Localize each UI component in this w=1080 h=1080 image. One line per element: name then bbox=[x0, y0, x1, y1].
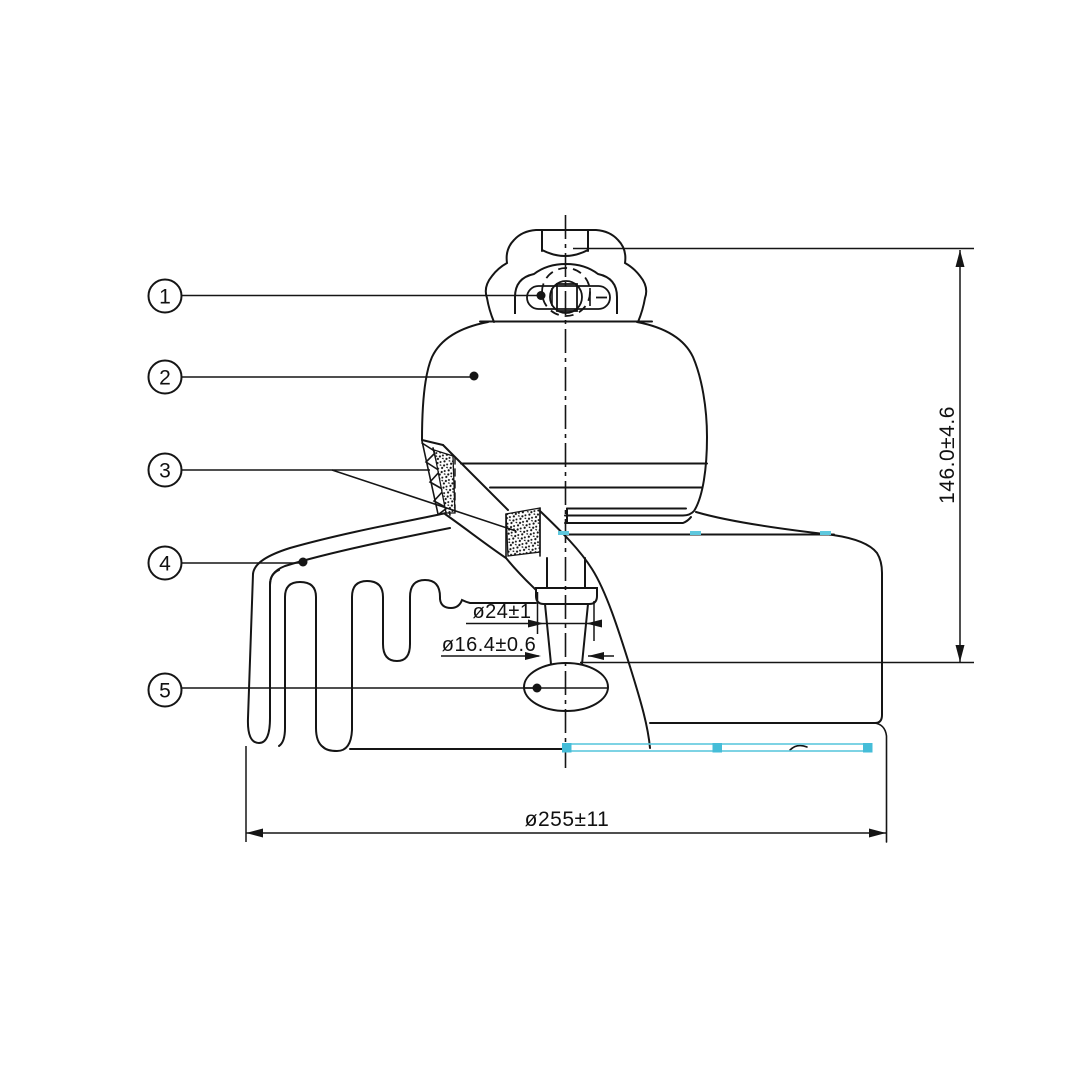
leader-dot-2 bbox=[469, 371, 479, 381]
callout-circle-5 bbox=[147, 672, 183, 708]
cap-bell-left bbox=[421, 321, 489, 441]
disc-right-edge bbox=[649, 534, 883, 724]
pin24-arrow-left bbox=[528, 619, 544, 628]
cap-bell-right bbox=[564, 321, 709, 517]
disc-top-slope bbox=[695, 511, 834, 536]
callouts-group: 1 2 3 4 5 bbox=[147, 278, 546, 708]
callout-circle-4 bbox=[147, 545, 183, 581]
callout-label-3: 3 bbox=[159, 460, 171, 483]
selection-group[interactable] bbox=[558, 531, 873, 753]
pin-shank-left bbox=[544, 603, 552, 665]
callout-bubbles: 1 2 3 4 5 bbox=[147, 278, 183, 708]
callout-label-4: 4 bbox=[159, 553, 171, 576]
section-boundary-curve bbox=[539, 510, 651, 749]
callout-label-2: 2 bbox=[159, 367, 171, 390]
socket-slot bbox=[526, 285, 611, 310]
callout-label-5: 5 bbox=[159, 680, 171, 703]
pin24-dim-text: ø24±1 bbox=[472, 601, 531, 623]
disc-bottom-tick bbox=[789, 744, 808, 751]
disc-right-corner bbox=[873, 722, 888, 843]
selection-grip-start[interactable] bbox=[562, 743, 572, 753]
pin164-arrow-right bbox=[588, 652, 604, 660]
cap-group bbox=[421, 229, 709, 517]
pin-collar bbox=[535, 587, 598, 605]
leader-dot-5 bbox=[532, 683, 542, 693]
selection-dash-1[interactable] bbox=[558, 531, 569, 535]
leader-dot-1 bbox=[536, 291, 546, 300]
disc255-arrow-right bbox=[869, 828, 886, 838]
leader-3b bbox=[331, 469, 517, 532]
disc-top-line2 bbox=[564, 516, 692, 524]
cap-inner-boundary bbox=[442, 444, 509, 511]
pin-shank-right bbox=[581, 603, 589, 665]
rib-finger-1 bbox=[278, 580, 324, 748]
hatch-zigzag bbox=[421, 442, 449, 515]
height-dim-text: 146.0±4.6 bbox=[936, 406, 959, 504]
selection-dash-3[interactable] bbox=[820, 531, 831, 535]
pin164-dim-text: ø16.4±0.6 bbox=[442, 634, 536, 656]
pin164-arrow-left bbox=[525, 652, 541, 660]
cut-top-edge bbox=[421, 439, 444, 446]
callout-circle-1 bbox=[147, 278, 183, 314]
socket-center-block bbox=[556, 283, 578, 312]
leader-dot-4 bbox=[298, 557, 308, 567]
section-left-group bbox=[246, 439, 568, 753]
pin24-arrow-right bbox=[586, 619, 602, 628]
disc255-dim-text: ø255±11 bbox=[525, 808, 610, 831]
selection-grip-mid[interactable] bbox=[712, 743, 723, 753]
shell-neck-edge bbox=[505, 557, 537, 591]
callout-circle-2 bbox=[147, 359, 183, 395]
dimensions-group bbox=[245, 247, 974, 842]
shell-inner-boundary bbox=[444, 513, 507, 559]
height-arrow-bottom bbox=[955, 645, 965, 662]
selection-dash-2[interactable] bbox=[690, 531, 701, 535]
shell-top-surface-inner bbox=[269, 527, 451, 586]
cement-section-2 bbox=[505, 507, 541, 557]
leader-dots bbox=[298, 291, 546, 693]
skirt-outer-wall bbox=[246, 569, 280, 745]
height-arrow-top bbox=[955, 250, 965, 267]
leader-lines bbox=[181, 294, 538, 689]
selection-grip-end[interactable] bbox=[863, 743, 873, 753]
callout-circle-3 bbox=[147, 452, 183, 488]
disc255-arrow-left bbox=[246, 828, 263, 838]
rib-profile-inner bbox=[322, 578, 537, 753]
disc-right-group bbox=[539, 507, 888, 843]
callout-label-1: 1 bbox=[159, 286, 171, 309]
cement-section-1 bbox=[433, 449, 456, 514]
shell-top-surface bbox=[252, 512, 447, 575]
